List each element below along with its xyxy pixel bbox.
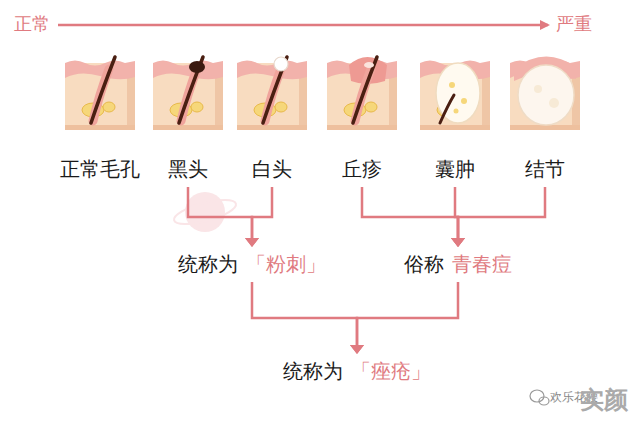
illustration-space [143, 55, 233, 155]
cyst: 囊肿 [410, 55, 500, 183]
severity-end: 严重 [556, 12, 592, 36]
stage-label: 结节 [525, 155, 565, 183]
group-label: 统称为 [174, 250, 242, 278]
acne-group: 统称为「痤疮」 [279, 357, 435, 385]
stage-label: 囊肿 [435, 155, 475, 183]
bracket-connector [245, 187, 272, 247]
severity-start: 正常 [14, 12, 50, 36]
illustration-space [410, 55, 500, 155]
bracket-connector [188, 187, 259, 247]
severity-arrow [58, 24, 548, 27]
bracket-connector [252, 282, 364, 354]
illustration-space [500, 55, 590, 155]
illustration-space [317, 55, 407, 155]
logo-watermark-text: 实颜 [580, 384, 628, 416]
stage-label: 黑头 [168, 155, 208, 183]
blackhead: 黑头 [143, 55, 233, 183]
illustration-space [55, 55, 145, 155]
nodule: 结节 [500, 55, 590, 183]
bracket-connector [350, 282, 458, 354]
stage-label: 正常毛孔 [60, 155, 140, 183]
normal-pore: 正常毛孔 [55, 55, 145, 183]
bracket-connector [362, 187, 465, 247]
acne-common-group: 俗称青春痘 [400, 250, 516, 278]
nodule-drawing [510, 56, 580, 130]
papule-drawing [327, 57, 397, 130]
normal-pore-drawing [65, 57, 135, 130]
group-label: 统称为 [279, 357, 347, 385]
papule: 丘疹 [317, 55, 407, 183]
bracket-connector [451, 187, 545, 247]
whitehead-drawing [237, 57, 307, 130]
comedo-group: 统称为「粉刺」 [174, 250, 330, 278]
group-label: 「粉刺」 [242, 250, 330, 278]
blackhead-drawing [153, 57, 223, 130]
group-label: 青春痘 [448, 250, 516, 278]
stage-label: 白头 [252, 155, 292, 183]
whitehead: 白头 [227, 55, 317, 183]
group-label: 俗称 [400, 250, 448, 278]
cyst-drawing [420, 61, 490, 131]
wechat-icon [530, 390, 549, 405]
stage-label: 丘疹 [342, 155, 382, 183]
illustration-space [227, 55, 317, 155]
logo-watermark [172, 192, 238, 232]
group-label: 「痤疮」 [347, 357, 435, 385]
